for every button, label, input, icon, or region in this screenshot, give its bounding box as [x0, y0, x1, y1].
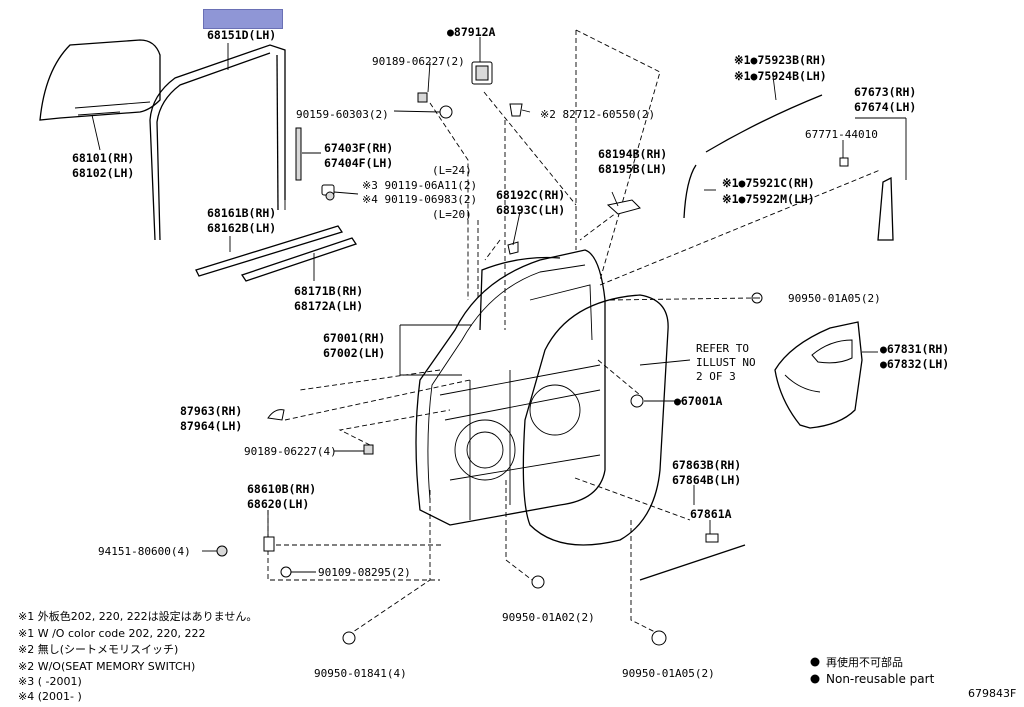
label-90950a: 90950-01A05(2): [788, 292, 881, 305]
door-panel: [415, 249, 606, 526]
label-90950b: 90950-01A02(2): [502, 611, 595, 624]
legend-en: Non-reusable part: [826, 672, 935, 686]
label-75922: ※1●75922M(LH): [722, 192, 815, 206]
label-75923: ※1●75923B(RH): [734, 53, 827, 67]
label-67864: 67864B(LH): [672, 473, 741, 487]
label-L20: (L=20): [432, 208, 472, 221]
note-3: ※2 無し(シートメモリスイッチ): [18, 642, 178, 656]
note-4: ※2 W/O(SEAT MEMORY SWITCH): [18, 660, 195, 673]
label-68192: 68192C(RH): [496, 188, 565, 202]
label-90119b: ※4 90119-06983(2): [362, 193, 477, 206]
label-68171: 68171B(RH): [294, 284, 363, 298]
label-68193: 68193C(LH): [496, 203, 565, 217]
label-68194: 68194B(RH): [598, 147, 667, 161]
label-90109: 90109-08295(2): [318, 566, 411, 579]
note-1: ※1 外板色202, 220, 222は設定はありません。: [18, 609, 257, 623]
label-68151: 68151D(LH): [207, 28, 276, 42]
legend-jp: 再使用不可部品: [826, 655, 903, 669]
label-68610: 68610B(RH): [247, 482, 316, 496]
frame-moulding-upper: [683, 94, 823, 219]
label-90119a: ※3 90119-06A11(2): [362, 179, 477, 192]
label-90950c: 90950-01841(4): [314, 667, 407, 680]
label-67863: 67863B(RH): [672, 458, 741, 472]
label-87912: ●87912A: [447, 25, 496, 39]
label-67001a: ●67001A: [674, 394, 723, 408]
label-94151: 94151-80600(4): [98, 545, 191, 558]
diagram-id: 679843F: [968, 687, 1016, 700]
note-5: ※3 ( -2001): [18, 675, 82, 688]
label-67674: 67674(LH): [854, 100, 916, 114]
label-L24: (L=24): [432, 164, 472, 177]
part-labels: 68151D(LH) ●87912A 90189-06227(2) 90159-…: [72, 25, 949, 680]
highlight-box: [203, 9, 283, 29]
note-6: ※4 (2001- ): [18, 690, 82, 703]
refer-line2: ILLUST NO: [696, 356, 756, 369]
refer-line3: 2 OF 3: [696, 370, 736, 383]
label-67404: 67404F(LH): [324, 156, 393, 170]
legend-bullet-en: [810, 674, 820, 684]
label-90189a: 90189-06227(2): [372, 55, 465, 68]
label-90159: 90159-60303(2): [296, 108, 389, 121]
label-67001: 67001(RH): [323, 331, 385, 345]
label-68195: 68195B(LH): [598, 162, 667, 176]
door-weatherstrip: [522, 294, 669, 546]
label-68101: 68101(RH): [72, 151, 134, 165]
label-68161: 68161B(RH): [207, 206, 276, 220]
label-68102: 68102(LH): [72, 166, 134, 180]
door-trim-pad: [774, 321, 863, 429]
label-67673: 67673(RH): [854, 85, 916, 99]
label-68162: 68162B(LH): [207, 221, 276, 235]
label-67771: 67771-44010: [805, 128, 878, 141]
label-68172: 68172A(LH): [294, 299, 363, 313]
footnotes: ※1 外板色202, 220, 222は設定はありません。 ※1 W /O co…: [18, 609, 257, 703]
dashed-lines: [267, 29, 881, 633]
label-67002: 67002(LH): [323, 346, 385, 360]
glass-run-channel: [149, 44, 286, 241]
label-75921: ※1●75921C(RH): [722, 176, 815, 190]
legend: 再使用不可部品 Non-reusable part 679843F: [810, 655, 1016, 700]
garnish: [839, 157, 894, 241]
label-67831: ●67831(RH): [880, 342, 949, 356]
refer-line1: REFER TO: [696, 342, 749, 355]
label-68620: 68620(LH): [247, 497, 309, 511]
small-parts: [216, 61, 763, 646]
note-2: ※1 W /O color code 202, 220, 222: [18, 627, 206, 640]
label-67403: 67403F(RH): [324, 141, 393, 155]
label-67832: ●67832(LH): [880, 357, 949, 371]
belt-mouldings: [195, 225, 358, 282]
label-90950d: 90950-01A05(2): [622, 667, 715, 680]
label-87963: 87963(RH): [180, 404, 242, 418]
label-75924: ※1●75924B(LH): [734, 69, 827, 83]
legend-bullet-jp: [810, 657, 820, 667]
label-82712: ※2 82712-60550(2): [540, 108, 655, 121]
label-90189b: 90189-06227(4): [244, 445, 337, 458]
leader-lines: [91, 37, 907, 573]
label-87964: 87964(LH): [180, 419, 242, 433]
door-glass: [39, 39, 161, 121]
label-67861: 67861A: [690, 507, 732, 521]
